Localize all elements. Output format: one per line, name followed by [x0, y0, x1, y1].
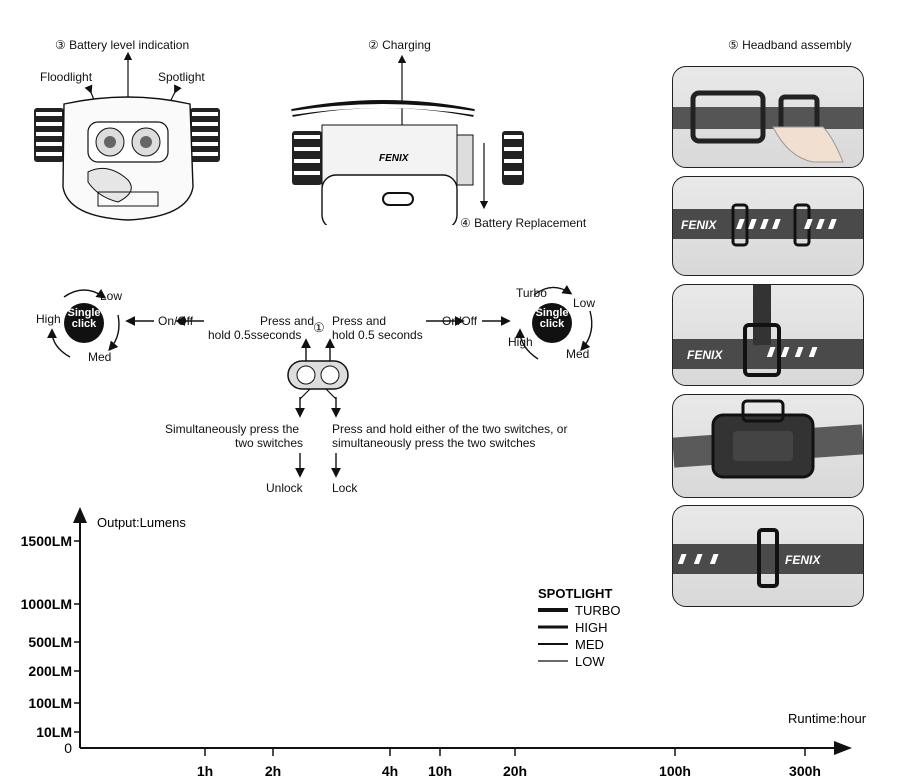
y-axis-arrow: [73, 507, 87, 523]
charging-label: ② Charging: [368, 38, 431, 52]
left-single-click-label: Single click: [66, 308, 102, 330]
legend-label: HIGH: [575, 620, 608, 635]
battery-replacement-label: ④ Battery Replacement: [460, 216, 587, 230]
right-dial-low: Low: [573, 296, 596, 310]
side-knob-left-icon: [292, 131, 322, 185]
y-tick-label: 100LM: [28, 695, 72, 711]
y-tick-label: 1500LM: [21, 533, 72, 549]
headlamp-side-illustration: FENIX: [291, 55, 524, 225]
headband-photo-1: [672, 66, 864, 168]
photo5-brand-text: FENIX: [785, 553, 821, 567]
switch-flow-diagram: [47, 285, 593, 478]
y-tick-label: 500LM: [28, 634, 72, 650]
y-tick-label: 10LM: [36, 724, 72, 740]
right-single-click-label: Single click: [534, 308, 570, 330]
x-tick-label: 4h: [382, 763, 398, 779]
lock-label: Lock: [332, 481, 358, 495]
press-right-2: hold 0.5 seconds: [332, 328, 423, 342]
y-tick-label: 1000LM: [21, 596, 72, 612]
press-left-2: hold 0.5sseconds: [208, 328, 302, 342]
either-line1: Press and hold either of the two switche…: [332, 422, 568, 436]
headband-assembly-label: ⑤ Headband assembly: [728, 38, 852, 52]
headband-photo-2: FENIX: [672, 176, 864, 276]
side-brand-text: FENIX: [379, 153, 410, 164]
right-dial-center-line1: Single: [535, 307, 569, 319]
headlamp-front-illustration: [34, 52, 220, 221]
legend-label: LOW: [575, 654, 605, 669]
step-marker: ①: [313, 320, 325, 335]
either-line2: simultaneously press the two switches: [332, 436, 536, 450]
headband-photo-5: FENIX: [672, 505, 864, 607]
on-off-right: On/Off: [442, 314, 478, 328]
legend-title: SPOTLIGHT: [538, 586, 612, 601]
simul-line1: Simultaneously press the: [165, 422, 300, 436]
x-tick-label: 10h: [428, 763, 452, 779]
battery-cap-icon: [502, 131, 524, 185]
y-axis-label: Output:Lumens: [97, 515, 186, 530]
on-off-left: On/Off: [158, 314, 194, 328]
left-dial-center-line2: click: [71, 318, 97, 330]
unlock-label: Unlock: [266, 481, 303, 495]
battery-level-label: ③ Battery level indication: [55, 38, 190, 52]
left-dial-high: High: [36, 312, 61, 326]
floodlight-label: Floodlight: [40, 70, 93, 84]
press-right-1: Press and: [332, 314, 387, 328]
photo3-brand-text: FENIX: [687, 348, 723, 362]
headband-photo-4: [672, 394, 864, 498]
y-tick-label: 0: [64, 740, 72, 756]
x-tick-label: 100h: [659, 763, 691, 779]
spotlight-label: Spotlight: [158, 70, 205, 84]
x-tick-label: 1h: [197, 763, 213, 779]
left-dial-low: Low: [100, 289, 123, 303]
right-dial-high: High: [508, 335, 533, 349]
x-axis-arrow: [834, 741, 852, 755]
left-dial-med: Med: [88, 350, 112, 364]
left-single-click-disc: [64, 303, 104, 343]
right-dial-med: Med: [566, 347, 590, 361]
right-single-click-disc: [532, 303, 572, 343]
x-tick-label: 300h: [789, 763, 821, 779]
headband-photo-3: FENIX: [672, 284, 864, 386]
left-dial-center-line1: Single: [67, 307, 101, 319]
simul-line2: two switches: [235, 436, 304, 450]
photo2-brand-text: FENIX: [681, 218, 717, 232]
right-dial-turbo: Turbo: [516, 286, 547, 300]
x-axis-label: Runtime:hour: [788, 711, 867, 726]
right-knob-icon: [190, 108, 220, 162]
legend-label: TURBO: [575, 603, 621, 618]
x-tick-label: 2h: [265, 763, 281, 779]
left-knob-icon: [34, 108, 64, 162]
right-dial-center-line2: click: [539, 318, 565, 330]
x-tick-label: 20h: [503, 763, 527, 779]
press-left-1: Press and: [260, 314, 315, 328]
y-tick-label: 200LM: [28, 663, 72, 679]
legend-label: MED: [575, 637, 604, 652]
